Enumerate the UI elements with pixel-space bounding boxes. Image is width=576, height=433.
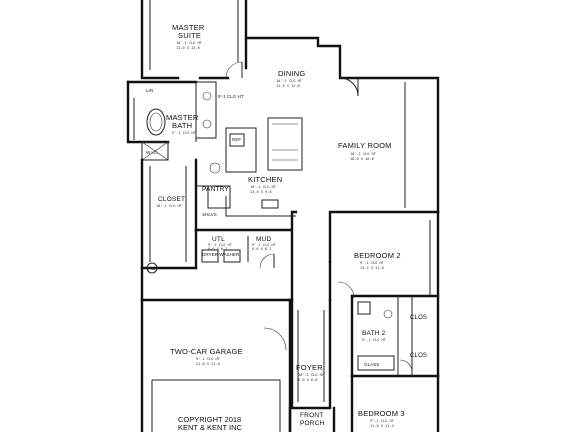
bedroom3-dims-1: 9'-1 CLG HT (370, 419, 394, 423)
mud-label: MUD (256, 236, 272, 243)
linen-label: LIN (146, 88, 154, 93)
bath2-dims: 9'-1 CLG HT (362, 338, 386, 342)
living-walls (244, 36, 440, 302)
master-bath-label-1: MASTER (166, 113, 199, 122)
foyer-dims-1: 10'-1 CLG HT (298, 373, 324, 377)
bedroom2-dims-2: 13-4 X 11-0 (360, 266, 384, 270)
bedroom2-label: BEDROOM 2 (354, 251, 401, 260)
dining-dims-2: 11-6 X 12-6 (276, 84, 300, 88)
garage-dims-2: 21-0 X 21-0 (196, 362, 220, 366)
clos1-label: CLOS (410, 315, 428, 321)
kitchen-dims-1: 10'-1 CLG HT (250, 185, 276, 189)
master-suite-label-2: SUITE (178, 31, 202, 40)
garage-dims-1: 9'-1 CLG HT (196, 357, 220, 361)
master-door-swing (225, 61, 243, 79)
foyer-walls (288, 298, 336, 432)
bedroom3-label: BEDROOM 3 (358, 409, 405, 418)
kitchen (196, 117, 303, 217)
utl-dims-1: 9'-1 CLG HT (208, 243, 232, 247)
dining-label: DINING (278, 69, 306, 78)
copyright-line-1: COPYRIGHT 2018 (178, 415, 242, 424)
utl-dims-2: 6-6 X 6-1 (208, 247, 228, 251)
closet-dims: 10'-1 CLG HT (156, 204, 182, 208)
master-suite-dims-2: 13-0 X 13-6 (176, 46, 200, 50)
pantry-label: PANTRY (202, 186, 229, 193)
bedroom3-dims-2: 11-0 X 11-4 (370, 424, 394, 428)
psi-label: PSI (148, 266, 156, 271)
clg-small-label: 9'-1 CLG HT (218, 94, 244, 99)
foyer-label: FOYER (296, 363, 323, 372)
bath2-label: BATH 2 (362, 330, 386, 337)
shower (141, 141, 169, 161)
bedroom2-walls (328, 210, 440, 378)
clos2-label: CLOS (410, 353, 428, 359)
bedroom2-dims-1: 9'-1 CLG HT (360, 261, 384, 265)
dining-dims-1: 10'-1 CLG HT (276, 79, 302, 83)
foyer-dims-2: 6-0 X 6-0 (298, 378, 318, 382)
shelves-label: SHLVS (202, 212, 217, 217)
ref-label: REF (232, 137, 242, 142)
mud-dims-2: 6-6 X 6-1 (252, 247, 272, 251)
mud-dims-1: 9'-1 CLG HT (252, 243, 276, 247)
master-suite-label-1: MASTER (172, 23, 205, 32)
master-bath-dims: 9'-1 CLG HT (172, 131, 196, 135)
kitchen-dims-2: 13-6 X 9-6 (250, 190, 272, 194)
closet-label: CLOSET (158, 196, 186, 203)
family-room-label: FAMILY ROOM (338, 141, 392, 150)
family-room-dims-2: 18-0 X 18-6 (350, 157, 374, 161)
master-suite-dims-1: 10'-1 CLG HT (176, 41, 202, 45)
family-room-dims-1: 10'-1 CLG HT (350, 152, 376, 156)
utility-walls (146, 228, 292, 274)
utl-label: UTL (212, 236, 225, 243)
bedroom3-walls (350, 374, 440, 432)
kitchen-label: KITCHEN (248, 175, 283, 184)
closet-walls (140, 158, 198, 270)
copyright-line-2: KENT & KENT INC (178, 423, 242, 432)
front-porch-label-1: FRONT (300, 412, 324, 419)
glass-label: GLASS (364, 362, 380, 367)
bath-walls (126, 80, 217, 144)
master-suite-walls (140, 0, 248, 80)
bath2-walls (350, 294, 440, 378)
garage-label: TWO-CAR GARAGE (170, 347, 243, 356)
wic-label: W.I.C. (146, 150, 159, 155)
master-bath-label-2: BATH (172, 121, 193, 130)
front-porch-label-2: PORCH (300, 420, 325, 427)
dryer-washer-label: DRYER WASHER (202, 252, 240, 257)
